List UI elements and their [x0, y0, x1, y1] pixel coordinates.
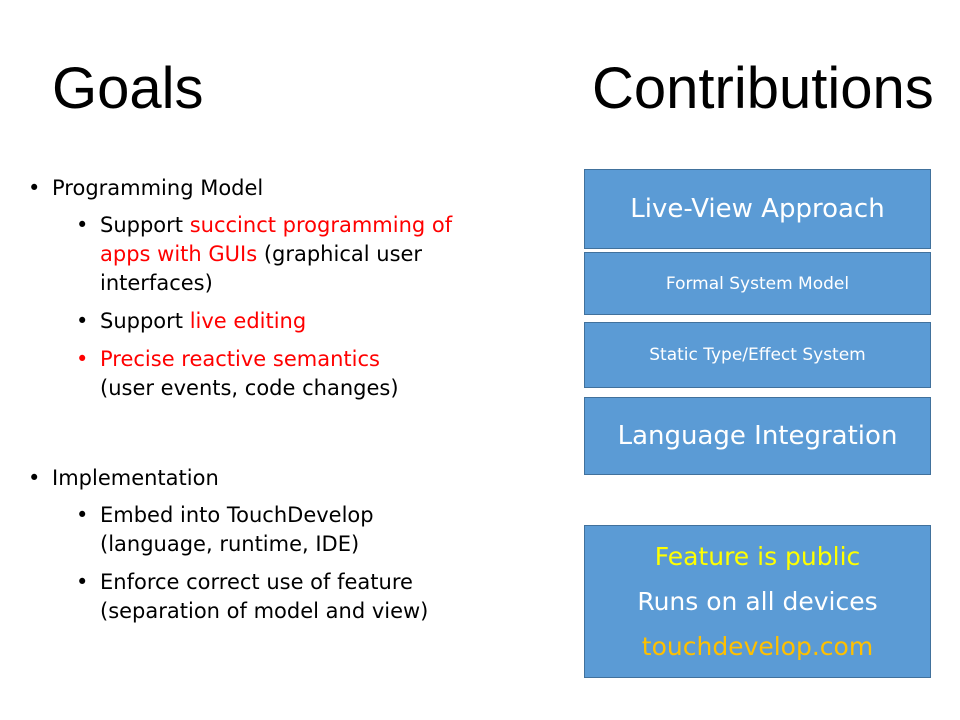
- bullet-implementation: Implementation: [28, 464, 568, 493]
- box-label: Static Type/Effect System: [649, 345, 866, 365]
- box-label: Live-View Approach: [630, 194, 885, 224]
- highlight-text: Precise reactive semantics: [100, 347, 380, 371]
- bullet-text: Implementation: [52, 466, 219, 490]
- bullet-text: (graphical user: [257, 242, 423, 266]
- goals-bullet-list: Programming Model Support succinct progr…: [28, 174, 568, 626]
- bullet-programming-model: Programming Model: [28, 174, 568, 203]
- contribution-box-formal-model: Formal System Model: [584, 252, 931, 315]
- contribution-box-language-integration: Language Integration: [584, 397, 931, 475]
- bullet-text: Programming Model: [52, 176, 264, 200]
- contributions-title: Contributions: [592, 56, 934, 121]
- bullet-text: (user events, code changes): [100, 376, 399, 400]
- bullet-embed-touchdevelop: Embed into TouchDevelop (language, runtim…: [28, 501, 568, 559]
- bullet-enforce-correct-use: Enforce correct use of feature (separatio…: [28, 568, 568, 626]
- bullet-text: Embed into TouchDevelop: [100, 503, 374, 527]
- contribution-box-type-effect: Static Type/Effect System: [584, 322, 931, 388]
- bullet-text: (separation of model and view): [100, 599, 429, 623]
- bullet-text: Enforce correct use of feature: [100, 570, 413, 594]
- highlight-text: succinct programming of: [189, 213, 453, 237]
- box-label: Formal System Model: [665, 273, 850, 294]
- box-label-touchdevelop-url: touchdevelop.com: [641, 632, 874, 661]
- bullet-text: (language, runtime, IDE): [100, 532, 360, 556]
- bullet-text: interfaces): [100, 271, 213, 295]
- contribution-box-public: Feature is public Runs on all devices to…: [584, 525, 931, 678]
- bullet-succinct-programming: Support succinct programming of apps with…: [28, 211, 568, 298]
- highlight-text: apps with GUIs: [100, 242, 258, 266]
- contribution-box-live-view: Live-View Approach: [584, 169, 931, 249]
- box-label-feature-public: Feature is public: [654, 542, 861, 571]
- highlight-text: live editing: [189, 309, 307, 333]
- bullet-text: Support: [100, 213, 190, 237]
- bullet-reactive-semantics: Precise reactive semantics (user events, …: [28, 345, 568, 403]
- bullet-text: Support: [100, 309, 190, 333]
- goals-title: Goals: [52, 56, 204, 121]
- box-label-all-devices: Runs on all devices: [637, 587, 878, 616]
- box-label: Language Integration: [617, 421, 898, 451]
- bullet-live-editing: Support live editing: [28, 307, 568, 336]
